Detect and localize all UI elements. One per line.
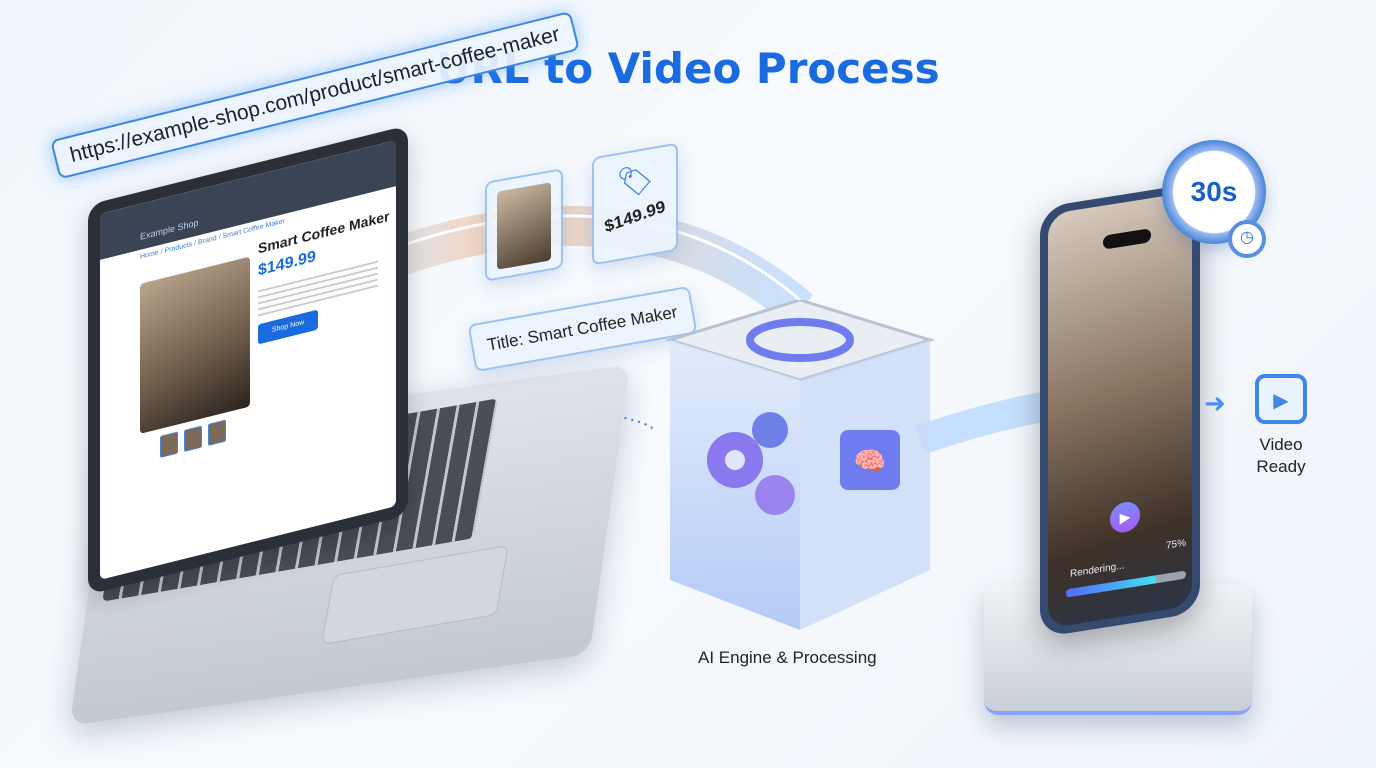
extracted-price-card: 🏷 $149.99	[592, 142, 678, 266]
render-status: Rendering...	[1070, 560, 1125, 580]
video-preview: ▶ 75% Rendering...	[1048, 191, 1192, 629]
page-title: URL to Video Process	[436, 44, 940, 93]
dynamic-island	[1103, 228, 1151, 250]
gears-icon	[707, 412, 795, 515]
engine-label: AI Engine & Processing	[698, 648, 877, 667]
arrow-right-icon: ➜	[1204, 388, 1226, 418]
video-ready-line2: Ready	[1256, 457, 1306, 476]
product-image	[140, 256, 250, 434]
svg-text:🧠: 🧠	[854, 446, 886, 476]
timer-value: 30s	[1190, 176, 1238, 207]
smartphone: ▶ 75% Rendering...	[1040, 182, 1200, 638]
ai-engine-cube: 🧠	[664, 300, 936, 630]
brain-chip-icon: 🧠	[840, 430, 900, 490]
render-percent: 75%	[1166, 537, 1187, 552]
extracted-image-card	[485, 168, 563, 282]
thumbnail[interactable]	[160, 431, 178, 458]
clock-icon: ◷	[1228, 220, 1266, 258]
laptop-screen: Example Shop Home / Products / Brand / S…	[88, 125, 408, 595]
shop-now-button[interactable]: Shop Now	[258, 309, 318, 345]
product-page: Example Shop Home / Products / Brand / S…	[100, 140, 396, 580]
product-thumbnail	[497, 182, 551, 270]
render-progress-fill	[1066, 575, 1156, 598]
play-icon[interactable]: ▶	[1110, 499, 1140, 535]
video-ready-line1: Video	[1259, 435, 1303, 454]
video-clapper-icon: ▶	[1255, 374, 1307, 424]
thumbnail[interactable]	[208, 419, 226, 446]
thumbnail[interactable]	[184, 425, 202, 452]
